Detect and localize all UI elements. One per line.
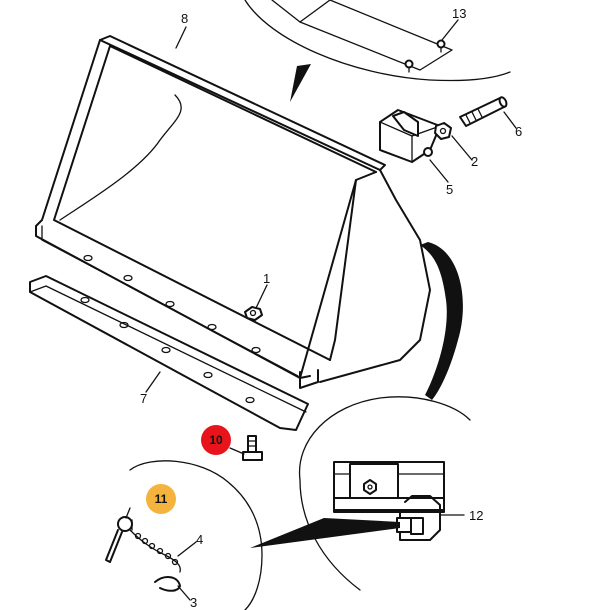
pointer-arrow: [290, 64, 311, 102]
badge-11-circle: [146, 484, 176, 514]
callout-12: 12: [469, 508, 483, 523]
rear-tube: [420, 242, 463, 400]
leader-lines: [125, 19, 517, 601]
pin-part-6: [459, 96, 508, 127]
callout-5: 5: [446, 182, 453, 197]
lip-holes: [83, 254, 261, 354]
callout-2: 2: [471, 154, 478, 169]
bucket: [35, 35, 463, 400]
clip-part-3: [154, 576, 181, 592]
badge-10: 10: [201, 425, 231, 455]
callout-8: 8: [181, 11, 188, 26]
badge-10-circle: [201, 425, 231, 455]
chain-part-4: [129, 529, 181, 573]
callout-3: 3: [190, 595, 197, 610]
detail-bolt-left: [404, 59, 414, 73]
callout-4: 4: [196, 532, 203, 547]
nut-part-1: [244, 306, 263, 321]
lynch-pin-part-11: [105, 516, 133, 563]
edge-holes: [80, 296, 255, 404]
callout-6: 6: [515, 124, 522, 139]
chain-detail-inset: [105, 460, 263, 610]
top-detail-inset: [244, 0, 511, 102]
detail-bolt-13: [436, 39, 446, 53]
callout-7: 7: [140, 391, 147, 406]
cutting-edge-part-7: [29, 275, 309, 431]
callout-labels: 8 13 1 2 5 6 7 12 4 3: [140, 6, 522, 610]
hitch-pointer: [250, 518, 400, 548]
badge-11: 11: [146, 484, 176, 514]
badge-10-text: 10: [209, 433, 223, 447]
callout-1: 1: [263, 271, 270, 286]
nut-part-2: [434, 122, 452, 140]
badge-11-text: 11: [155, 492, 168, 506]
callout-13: 13: [452, 6, 466, 21]
hitch-detail-inset: [250, 396, 471, 591]
block-part-5: [379, 109, 441, 163]
bolt-part-10: [242, 435, 263, 461]
